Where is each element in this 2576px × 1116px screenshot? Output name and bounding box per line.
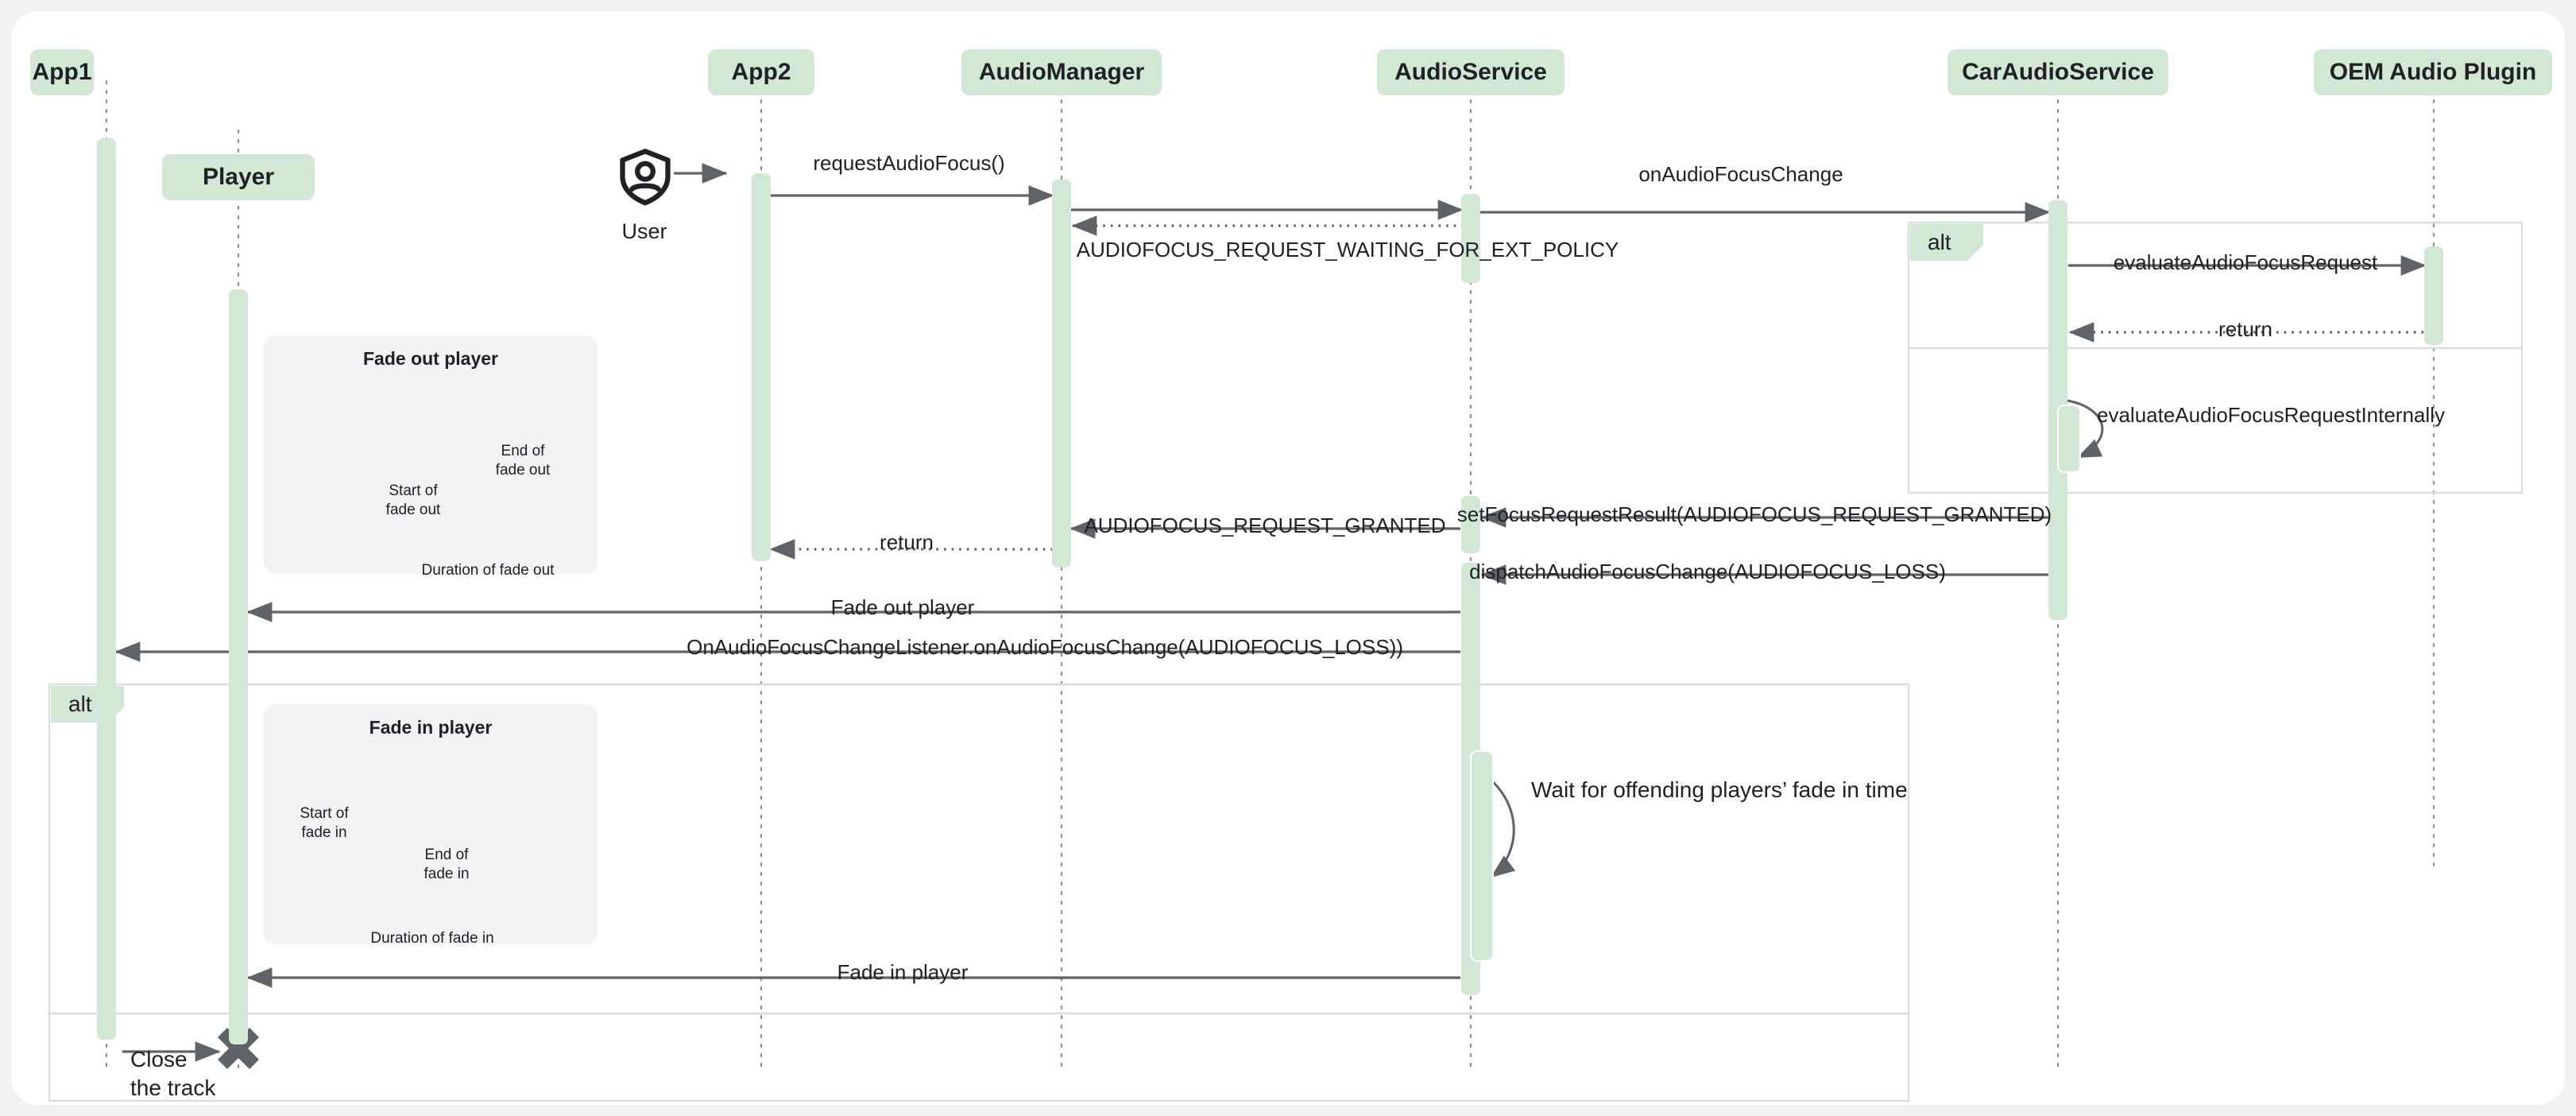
participant-audiomanager[interactable]: AudioManager [961,49,1162,95]
fade-out-chart-title: Fade out player [363,348,498,369]
fade-in-end-annotation: End of fade in [424,847,470,882]
fade-out-start-annotation: Start of fade out [385,482,441,518]
activation-app1 [97,138,116,1040]
message-label-waiting-for-ext-policy: AUDIOFOCUS_REQUEST_WAITING_FOR_EXT_POLIC… [1076,238,1619,262]
fade-in-duration-annotation: Duration of fade in [370,930,494,947]
alt-fragment-label-right: alt [1910,224,1983,261]
participant-app1[interactable]: App1 [30,49,94,95]
message-label-return-oem: return [2218,317,2272,341]
participant-caraudioservice-label: CarAudioService [1962,59,2154,85]
message-label-dispatchAudioFocusChange: dispatchAudioFocusChange(AUDIOFOCUS_LOSS… [1469,560,1946,583]
participant-caraudioservice[interactable]: CarAudioService [1947,49,2168,95]
activation-audiomanager [1052,180,1071,568]
alt-fragment-label-right-text: alt [1928,230,1951,254]
alt-fragment-label-left-text: alt [68,692,92,716]
participant-audioservice-label: AudioService [1394,59,1547,85]
fade-out-chart: Fade out player [264,335,598,574]
activation-caraudioservice-nested [2057,405,2081,473]
participant-oemplugin-label: OEM Audio Plugin [2329,59,2537,85]
message-label-close-the-track: Close the track [130,1047,216,1100]
message-label-evaluateAudioFocusRequest: evaluateAudioFocusRequest [2113,250,2378,274]
fade-in-start-annotation: Start of fade in [300,805,349,841]
message-label-wait-fade-in-time: Wait for offending players’ fade in time [1531,777,1908,802]
activation-audioservice-nested [1470,750,1494,962]
fade-out-end-annotation: End of fade out [495,443,551,479]
participant-player-label: Player [202,164,275,190]
participant-app1-label: App1 [32,59,92,85]
activation-app2 [752,173,771,561]
alt-fragment-label-left: alt [51,686,124,723]
participant-player[interactable]: Player [162,154,315,200]
activation-audioservice-2 [1461,496,1480,553]
participant-audioservice[interactable]: AudioService [1377,49,1565,95]
shield-person-icon [615,146,675,207]
message-label-fade-in-player: Fade in player [837,960,969,984]
message-label-requestAudioFocus: requestAudioFocus() [813,151,1005,175]
diagram-card: App1 Player App2 AudioManager AudioServi… [11,11,2565,1105]
participant-audiomanager-label: AudioManager [978,59,1145,85]
actor-user-label: User [621,219,667,243]
message-label-fade-out-player: Fade out player [830,595,975,619]
activation-audioservice-1 [1461,194,1480,283]
message-label-evaluateAudioFocusRequestInternally: evaluateAudioFocusRequestInternally [2097,403,2445,427]
activation-player [229,289,248,1044]
message-label-setFocusRequestResult: setFocusRequestResult(AUDIOFOCUS_REQUEST… [1456,502,2052,526]
fade-in-chart: Fade in player [264,704,598,944]
fade-out-duration-annotation: Duration of fade out [421,562,555,579]
activation-oemplugin [2424,246,2443,345]
participant-app2-label: App2 [731,59,791,85]
participant-oemplugin[interactable]: OEM Audio Plugin [2314,49,2552,95]
message-label-onAudioFocusChangeListener: OnAudioFocusChangeListener.onAudioFocusC… [687,635,1403,659]
message-label-return-audiomanager: return [880,530,934,554]
participant-app2[interactable]: App2 [708,49,814,95]
message-label-onAudioFocusChange: onAudioFocusChange [1638,162,1843,186]
message-label-audiofocus-request-granted: AUDIOFOCUS_REQUEST_GRANTED [1084,513,1446,537]
sequence-diagram-canvas: App1 Player App2 AudioManager AudioServi… [11,11,2565,1105]
fade-in-chart-title: Fade in player [369,717,493,738]
